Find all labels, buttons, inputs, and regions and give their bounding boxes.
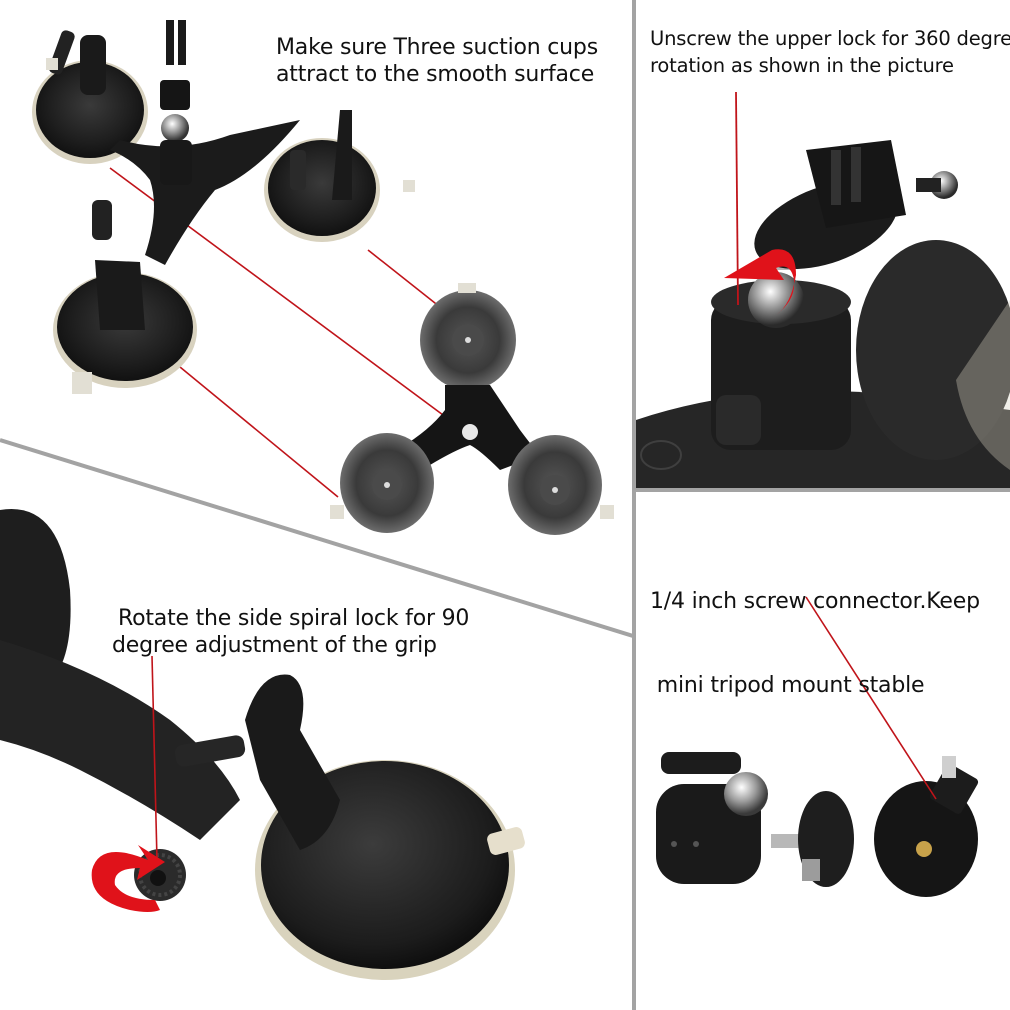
horizontal-divider-right: [636, 488, 1010, 492]
tripod-plate: [798, 791, 854, 887]
caption-line: attract to the smooth surface: [276, 62, 595, 87]
panel-triple-suction: Make sure Three suction cups attract to …: [0, 0, 633, 640]
panel-screw-connector: 1/4 inch screw connector.Keep mini tripo…: [636, 494, 1010, 1010]
caption-line: Unscrew the upper lock for 360 degree: [650, 27, 1010, 50]
caption-line: Rotate the side spiral lock for 90: [118, 606, 470, 631]
quarter-inch-adapter: [874, 756, 979, 897]
screw-connector-illustration: [656, 596, 979, 897]
caption-line: degree adjustment of the grip: [112, 633, 437, 658]
lock-knob: [716, 395, 761, 445]
caption-side-lock: Rotate the side spiral lock for 90 degre…: [112, 605, 469, 659]
clear-suction-cup-top: [420, 283, 516, 390]
vertical-divider: [632, 0, 636, 1010]
triple-suction-mount-illustration: [32, 20, 614, 535]
caption-line: rotation as shown in the picture: [650, 54, 954, 77]
brass-screw-insert: [916, 841, 932, 857]
panel-side-lock: Rotate the side spiral lock for 90 degre…: [0, 440, 633, 1010]
ball-joint: [748, 272, 804, 328]
caption-line: mini tripod mount stable: [650, 673, 925, 698]
side-lock-illustration: [0, 509, 525, 980]
ball-head-collar: [160, 80, 190, 110]
caption-line: 1/4 inch screw connector.Keep: [650, 589, 980, 614]
leader-line: [805, 596, 937, 800]
suction-cup-top-right: [264, 110, 415, 242]
mini-ball-head: [656, 752, 799, 884]
leader-line: [151, 655, 158, 861]
center-screw: [462, 424, 478, 440]
tri-arm-body: [110, 120, 300, 265]
caption-triple-suction: Make sure Three suction cups attract to …: [276, 34, 598, 88]
suction-cup-top-left: [32, 30, 148, 164]
spiral-lock-knob: [134, 849, 186, 901]
caption-line: Make sure Three suction cups: [276, 35, 598, 60]
ball-joint: [161, 114, 189, 142]
caption-upper-lock: Unscrew the upper lock for 360 degree ro…: [650, 25, 1010, 79]
caption-screw-connector: 1/4 inch screw connector.Keep mini tripo…: [650, 532, 980, 756]
panel-upper-lock: Unscrew the upper lock for 360 degree ro…: [636, 0, 1010, 488]
suction-cup-bottom-left: [53, 200, 197, 394]
